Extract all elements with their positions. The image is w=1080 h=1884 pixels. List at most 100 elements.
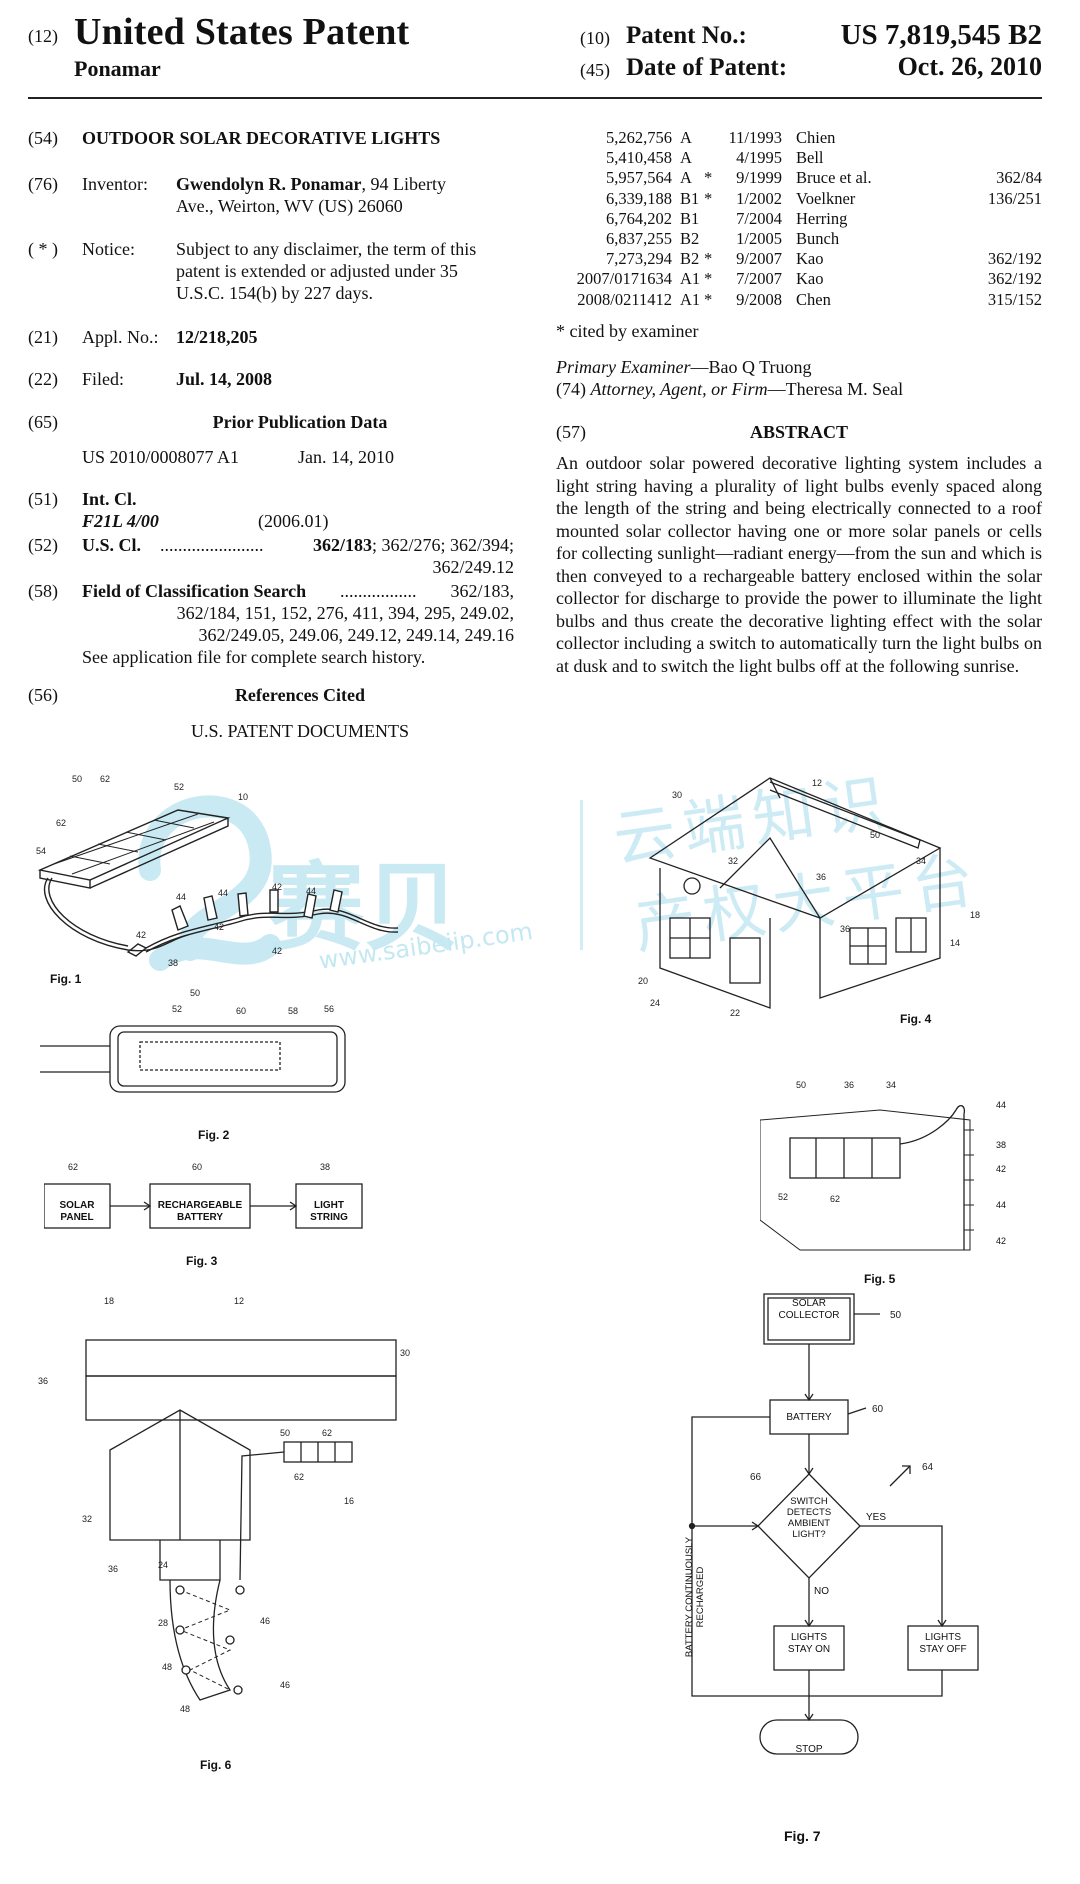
svg-text:22: 22 <box>730 1008 740 1018</box>
svg-text:64: 64 <box>922 1462 934 1473</box>
svg-text:36: 36 <box>816 872 826 882</box>
svg-text:52: 52 <box>172 1004 182 1014</box>
cited-by-examiner: * cited by examiner <box>556 321 699 341</box>
svg-text:50: 50 <box>280 1428 290 1438</box>
reference-star: * <box>704 269 713 289</box>
fig7-switch-l3: AMBIENT <box>787 1518 831 1529</box>
fig7-no: NO <box>814 1586 829 1597</box>
watermark-divider <box>580 800 583 950</box>
code-76: (76) <box>28 174 58 194</box>
invention-title: OUTDOOR SOLAR DECORATIVE LIGHTS <box>82 128 441 148</box>
svg-text:28: 28 <box>158 1618 168 1628</box>
svg-text:24: 24 <box>158 1560 168 1570</box>
reference-kind: B1 <box>680 208 700 228</box>
reference-no: 6,837,255 <box>606 229 672 248</box>
patent-date: Oct. 26, 2010 <box>897 52 1042 81</box>
code-54: (54) <box>28 128 58 148</box>
fig7-battery: BATTERY <box>786 1412 832 1423</box>
abstract-text: An outdoor solar powered decorative ligh… <box>556 453 1042 676</box>
reference-name: Herring <box>796 208 848 228</box>
refs-title: References Cited <box>234 685 366 705</box>
svg-text:60: 60 <box>192 1162 202 1172</box>
field-values-3: 362/249.05, 249.06, 249.12, 249.14, 249.… <box>198 625 514 645</box>
reference-star: * <box>704 188 713 208</box>
reference-date: 9/2008 <box>736 289 782 309</box>
primary-name: —Bao Q Truong <box>690 357 812 377</box>
uscl-label: U.S. Cl. <box>82 535 142 555</box>
svg-text:62: 62 <box>294 1472 304 1482</box>
svg-text:32: 32 <box>728 856 738 866</box>
field-values-2: 362/184, 151, 152, 276, 411, 394, 295, 2… <box>176 603 514 623</box>
us-docs-title: U.S. PATENT DOCUMENTS <box>190 721 410 741</box>
reference-kind: A <box>680 128 692 147</box>
reference-no: 2007/0171634 <box>576 269 672 289</box>
inventor-address-1: , 94 Liberty <box>361 174 446 194</box>
reference-no: 2008/0211412 <box>577 289 672 309</box>
svg-text:12: 12 <box>812 778 822 788</box>
svg-text:44: 44 <box>306 886 316 896</box>
attorney-label: Attorney, Agent, or Firm <box>590 379 768 399</box>
prior-pub-date: Jan. 14, 2010 <box>298 447 394 467</box>
code-56: (56) <box>28 685 58 705</box>
code-10: (10) <box>580 28 610 48</box>
svg-text:62: 62 <box>830 1194 840 1204</box>
svg-text:16: 16 <box>344 1496 354 1506</box>
fig7-switch-l1: SWITCH <box>790 1496 828 1507</box>
notice-line-1: Subject to any disclaimer, the term of t… <box>176 239 477 259</box>
attorney: (74) Attorney, Agent, or Firm—Theresa M.… <box>556 378 903 400</box>
uscl-rest: ; 362/276; 362/394; <box>371 535 514 555</box>
abstract-title: ABSTRACT <box>749 422 849 442</box>
fig3-box3-line2: STRING <box>310 1212 348 1223</box>
code-57: (57) <box>556 422 586 442</box>
code-45: (45) <box>580 60 610 80</box>
fig7-label: Fig. 7 <box>784 1828 821 1844</box>
svg-text:50: 50 <box>72 774 82 784</box>
svg-text:44: 44 <box>218 888 228 898</box>
reference-name: Bruce et al. <box>796 168 872 188</box>
field-note: See application file for complete search… <box>82 647 426 667</box>
prior-pub-title: Prior Publication Data <box>212 412 388 432</box>
svg-text:24: 24 <box>650 998 660 1008</box>
fig4-label: Fig. 4 <box>900 1012 932 1026</box>
fig7-on-l2: STAY ON <box>787 1644 831 1655</box>
fig5-ref-42a: 42 <box>996 1164 1007 1174</box>
reference-cls: 362/192 <box>987 269 1042 289</box>
svg-text:46: 46 <box>280 1680 290 1690</box>
reference-date: 4/1995 <box>736 148 782 168</box>
appl-label: Appl. No.: <box>82 327 159 347</box>
svg-text:10: 10 <box>238 792 248 802</box>
fig3-box1-line1: SOLAR <box>59 1200 95 1211</box>
reference-date: 9/2007 <box>736 249 782 269</box>
reference-date: 1/2002 <box>736 188 782 208</box>
svg-text:50: 50 <box>190 988 200 998</box>
reference-kind: B2 <box>680 229 700 248</box>
primary-label: Primary Examiner <box>556 357 691 377</box>
svg-text:60: 60 <box>236 1006 246 1016</box>
field-label: Field of Classification Search <box>82 581 307 601</box>
fig5-label: Fig. 5 <box>864 1272 896 1286</box>
code-65: (65) <box>28 412 58 432</box>
svg-text:62: 62 <box>100 774 110 784</box>
svg-text:44: 44 <box>176 892 186 902</box>
reference-name: Chen <box>796 289 831 309</box>
appl-number: 12/218,205 <box>176 327 258 347</box>
svg-text:50: 50 <box>890 1310 902 1321</box>
svg-text:36: 36 <box>108 1564 118 1574</box>
patent-no-label: Patent No.: <box>626 22 747 49</box>
svg-text:62: 62 <box>68 1162 78 1172</box>
svg-text:60: 60 <box>872 1404 884 1415</box>
code-21: (21) <box>28 327 58 347</box>
filed-label: Filed: <box>82 369 125 389</box>
fig3-box2-line1: RECHARGEABLE <box>157 1200 243 1211</box>
svg-text:48: 48 <box>180 1704 190 1714</box>
reference-name: Kao <box>796 269 824 289</box>
attorney-name: —Theresa M. Seal <box>767 379 904 399</box>
intcl-label: Int. Cl. <box>82 489 137 509</box>
reference-cls: 362/192 <box>987 249 1042 269</box>
watermark-brand: 赛贝 <box>268 852 460 964</box>
